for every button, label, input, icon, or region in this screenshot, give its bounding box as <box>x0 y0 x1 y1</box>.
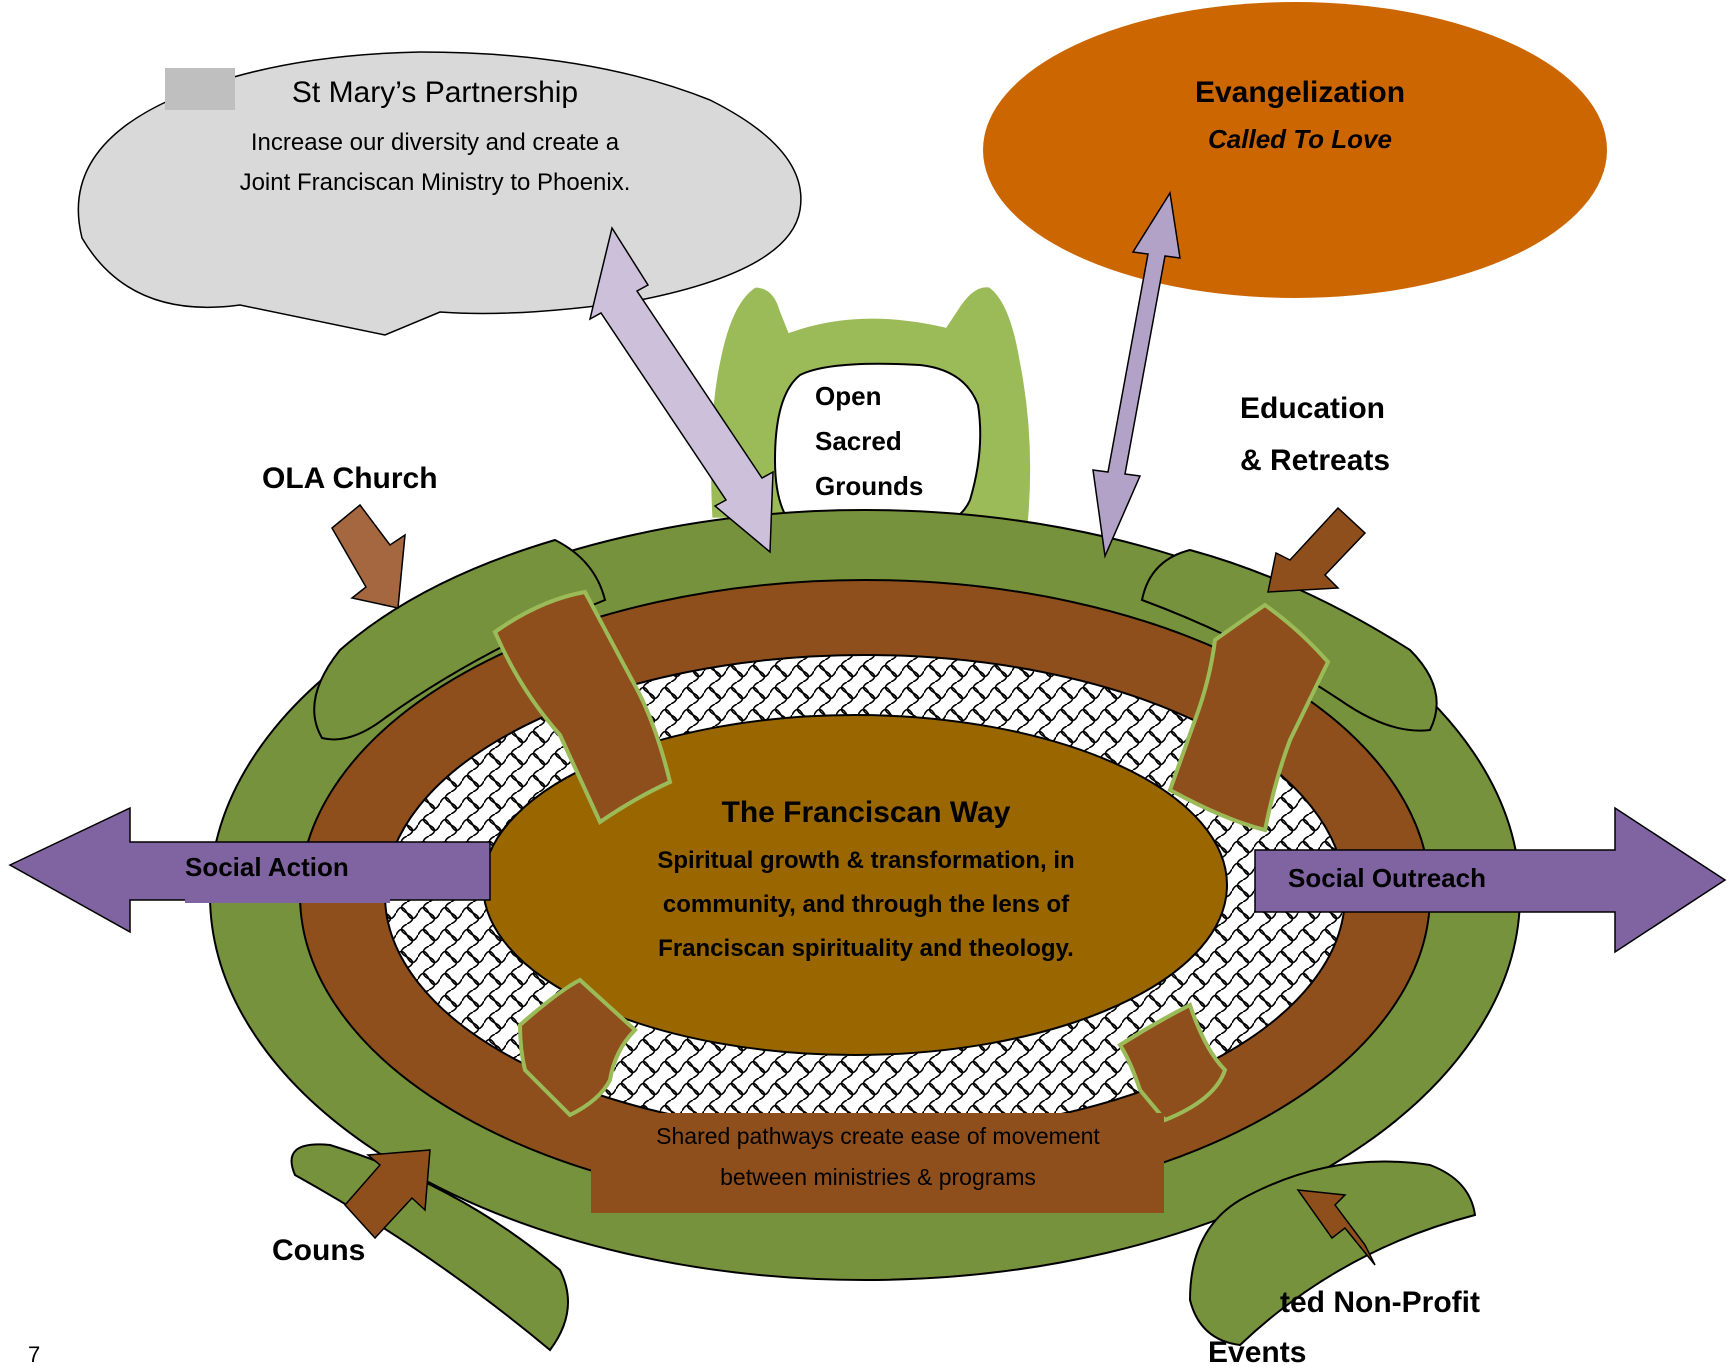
evangelization-double-arrow <box>1092 190 1181 559</box>
center-line-3: Franciscan spirituality and theology. <box>658 935 1074 962</box>
evangelization-title: Evangelization <box>1195 76 1405 109</box>
partnership-title: St Mary’s Partnership <box>292 76 578 109</box>
center-line-1: Spiritual growth & transformation, in <box>657 847 1074 874</box>
ministry-tab-top-left <box>313 538 607 741</box>
education-label-line-2: & Retreats <box>1240 444 1390 477</box>
center-title: The Franciscan Way <box>722 796 1011 829</box>
pathways-caption-box <box>591 1113 1164 1213</box>
nonprofit-label-line-1: ted Non-Profit <box>1280 1286 1480 1319</box>
pathways-line-2: between ministries & programs <box>720 1164 1036 1190</box>
education-arrow <box>1267 506 1367 593</box>
sacred-grounds-line-1: Open <box>815 381 881 411</box>
ola-church-label: OLA Church <box>262 462 438 495</box>
sacred-grounds-line-3: Grounds <box>815 471 923 501</box>
evangelization-ellipse: Evangelization Called To Love <box>983 2 1607 298</box>
center-line-2: community, and through the lens of <box>663 891 1070 918</box>
social-outreach-label-box <box>1285 855 1525 911</box>
pathway-connectors <box>492 589 1331 1123</box>
social-action-label: Social Action <box>185 852 349 882</box>
partnership-bubble: St Mary’s Partnership Increase our diver… <box>77 51 802 336</box>
ola-church-arrow <box>331 503 406 609</box>
pathway-connector <box>517 977 638 1118</box>
pathway-connector <box>1167 602 1331 833</box>
page-number: 7 <box>28 1342 40 1366</box>
evangelization-subtitle: Called To Love <box>1208 124 1392 154</box>
counseling-arrow <box>343 1149 431 1240</box>
pathways-line-1: Shared pathways create ease of movement <box>656 1123 1100 1149</box>
education-label-line-1: Education <box>1240 392 1385 425</box>
counseling-label: Couns <box>272 1234 365 1267</box>
ministry-tab-bottom-right <box>1188 1160 1477 1347</box>
nonprofit-arrow <box>1296 1189 1376 1266</box>
bubble-tab <box>165 68 235 110</box>
pathway-connector <box>1117 1002 1228 1123</box>
pathway-connector <box>492 589 673 825</box>
partnership-line-2: Joint Franciscan Ministry to Phoenix. <box>240 169 631 196</box>
sacred-grounds-shape: Open Sacred Grounds <box>706 282 1036 537</box>
partnership-line-1: Increase our diversity and create a <box>251 129 620 156</box>
social-outreach-label: Social Outreach <box>1288 863 1486 893</box>
social-action-label-box <box>185 845 390 903</box>
nonprofit-label-line-2: Events <box>1208 1336 1306 1366</box>
sacred-grounds-line-2: Sacred <box>815 426 902 456</box>
partnership-double-arrow <box>588 226 774 554</box>
